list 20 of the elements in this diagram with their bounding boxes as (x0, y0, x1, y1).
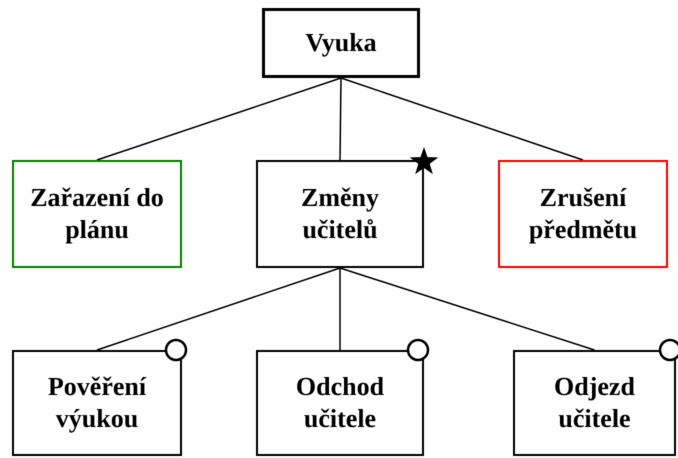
feature-box (256, 350, 424, 456)
feature-label: Pověření výukou (46, 370, 148, 435)
connector-line (339, 78, 342, 160)
feature-box (12, 350, 182, 456)
connector-line (340, 267, 595, 351)
feature-box (12, 160, 182, 268)
feature-label: Odchod učitele (294, 370, 386, 435)
root-box (262, 8, 420, 78)
feature-label: Zařazení do plánu (29, 182, 165, 246)
feature-label: Vyuka (305, 26, 377, 59)
connector-line (339, 268, 341, 350)
feature-label: Zrušení předmětu (528, 182, 638, 246)
feature-box (513, 350, 676, 456)
feature-box (498, 160, 668, 268)
feature-box (256, 160, 424, 268)
connector-line (96, 77, 342, 161)
connector-line (96, 267, 340, 351)
feature-label: Odjezd učitele (553, 370, 636, 435)
connector-line (340, 77, 584, 161)
feature-label: Změny učitelů (300, 182, 380, 246)
